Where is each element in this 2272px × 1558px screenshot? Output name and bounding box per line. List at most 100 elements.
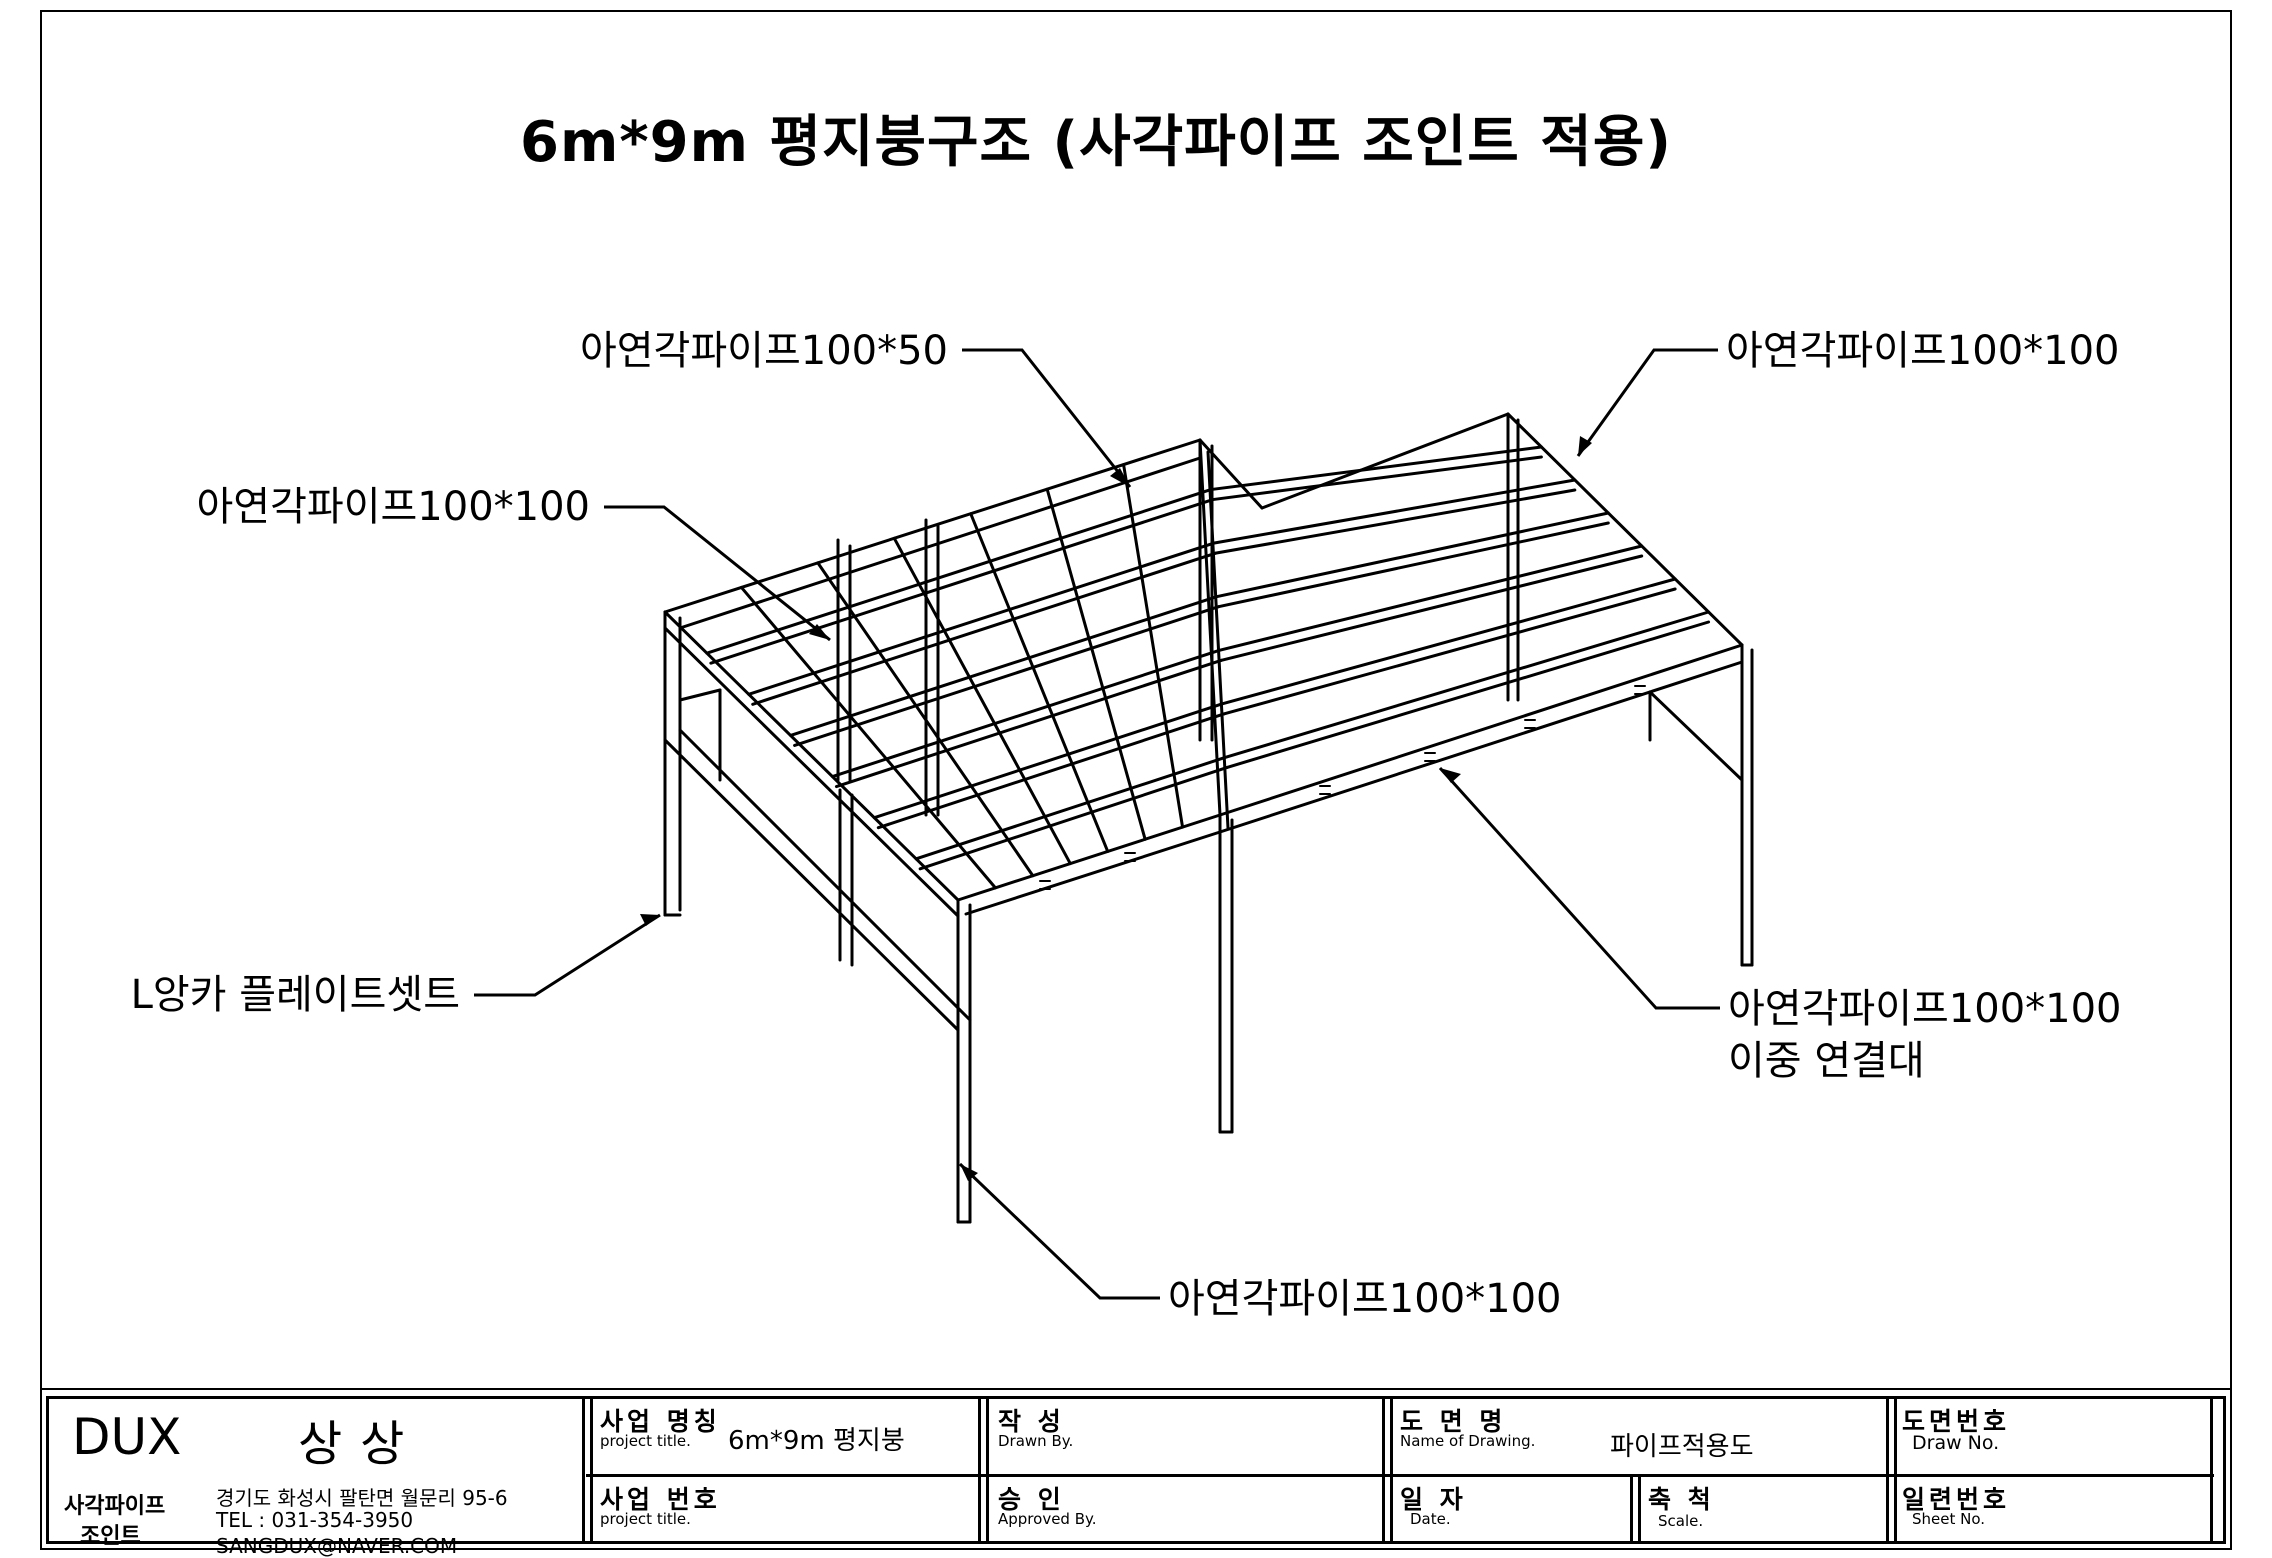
roof-edge-beam [964,830,1222,916]
callout-column: 아연각파이프100*100 [1168,1276,1562,1322]
roof-purlin [876,712,1226,830]
approved-by-label: 승 인 [998,1485,1065,1514]
approved-by-label-en: Approved By. [998,1510,1097,1528]
roof-edge-beam [1198,438,1264,510]
draw-no-label-en: Draw No. [1912,1432,2000,1454]
roof-purlin [705,488,1213,655]
callout-double-joint-1: 아연각파이프100*100 [1728,986,2122,1032]
drawing-name-label-en: Name of Drawing. [1400,1432,1536,1450]
roof-purlin [1222,587,1677,716]
tb-divider [1390,1396,1393,1544]
structure-drawing: 아연각파이프100*50 아연각파이프100*100 아연각파이프100*100… [131,328,2122,1322]
leader-lines [474,348,1720,1300]
roof-purlin [830,648,1221,779]
drawing-name-value: 파이프적용도 [1610,1432,1754,1462]
project-name-value: 6m*9m 평지붕 [728,1426,905,1456]
drawn-by-label: 작 성 [998,1407,1065,1436]
roof-edge-beam [1260,412,1510,510]
callout-double-joint-2: 이중 연결대 [1728,1038,1925,1084]
roof-middle-beam [1198,438,1222,817]
brand-line-2: 조인트 [80,1524,141,1549]
draw-no-label: 도면번호 [1902,1407,2011,1436]
roof-purlin [834,658,1223,789]
roof-edge-beam [678,456,1202,630]
drawing-title: 6m*9m 평지붕구조 (사각파이프 조인트 적용) [520,110,1672,175]
title-block-top-line [40,1388,2232,1390]
callout-purlin: 아연각파이프100*50 [580,328,948,374]
roof-purlin [1215,511,1610,599]
leader-purlin [962,348,1132,488]
roof-edge-beam [663,626,960,918]
wall-girt [663,738,960,1032]
project-no-label: 사업 번호 [600,1485,721,1514]
roof-purlin [1223,610,1711,759]
roof-purlin [789,595,1219,737]
drawn-by-label-en: Drawn By. [998,1432,1074,1450]
sheet-no-label-en: Sheet No. [1912,1510,1986,1528]
scale-label-en: Scale. [1658,1512,1704,1530]
tb-divider [1886,1396,1889,1544]
roof-edge-beam [1218,643,1744,817]
tb-divider [1638,1474,1641,1544]
scale-label: 축 척 [1648,1485,1715,1514]
brand-line-1: 사각파이프 [64,1494,166,1519]
company-address: 경기도 화성시 팔탄면 월문리 95-6 [216,1486,508,1510]
roof-purlin [918,765,1229,871]
roof-purlin [1220,577,1677,706]
roof-purlin [914,755,1227,861]
roof-purlin [747,541,1216,696]
roof-purlin [1209,445,1543,492]
roof-purlin [709,498,1215,665]
roof-purlin [872,702,1224,820]
date-label: 일 자 [1400,1485,1467,1514]
leader-top-right [1576,348,1718,457]
roof-cross-beam [1045,487,1147,841]
roof-purlin [751,551,1218,706]
sheet-no-label: 일련번호 [1902,1485,2011,1514]
company-tel: TEL : 031-354-3950 [216,1508,414,1532]
drawing-sheet [40,10,2232,1550]
leader-column [958,1162,1160,1300]
tb-divider [2210,1396,2213,1544]
project-name-label-en: project title. [600,1432,691,1450]
tb-divider [1894,1396,1897,1544]
roof-cross-beam [739,585,997,890]
roof-purlin [1219,554,1644,662]
roof-edge-beam [663,438,1202,614]
roof-edge-beam [956,813,1222,902]
tb-divider [1630,1474,1633,1544]
roof-edge-beam [1506,412,1744,647]
roof-purlin [1212,478,1577,545]
callout-left-beam: 아연각파이프100*100 [197,484,591,530]
steel-frame [663,412,1754,1224]
callout-top-right-beam: 아연각파이프100*100 [1726,328,2120,374]
roof-purlin [793,605,1221,747]
roof-purlin [1225,620,1711,769]
company-logo: DUX [72,1408,182,1466]
leader-left-beam [604,505,831,642]
roof-purlin [1217,521,1610,609]
roof-edge-beam [663,610,960,902]
leader-double-joint [1438,766,1720,1010]
tb-divider [582,1396,585,1544]
roof-purlin [1217,544,1644,652]
tb-row-divider [586,1474,2214,1477]
title-block: DUX 상상 사각파이프 조인트 경기도 화성시 팔탄면 월문리 95-6 TE… [40,1388,2232,1558]
project-no-label-en: project title. [600,1510,691,1528]
company-email: SANGDUX@NAVER.COM [216,1534,458,1558]
tb-divider [978,1396,981,1544]
title-block-border [46,1396,2226,1544]
roof-edge-beam [1218,660,1744,834]
project-name-label: 사업 명칭 [600,1407,721,1436]
tb-divider [590,1396,593,1544]
leader-arrowheads [640,436,1592,1181]
date-label-en: Date. [1410,1510,1451,1528]
wall-girt [678,728,972,1022]
roof-purlin [1214,488,1577,555]
tb-divider [986,1396,989,1544]
company-name-ko: 상상 [298,1416,423,1472]
drawing-name-label: 도 면 명 [1400,1407,1507,1436]
callout-anchor-plate: L앙카 플레이트셋트 [131,972,460,1018]
roof-purlin [1211,455,1543,502]
leader-anchor [474,913,661,997]
